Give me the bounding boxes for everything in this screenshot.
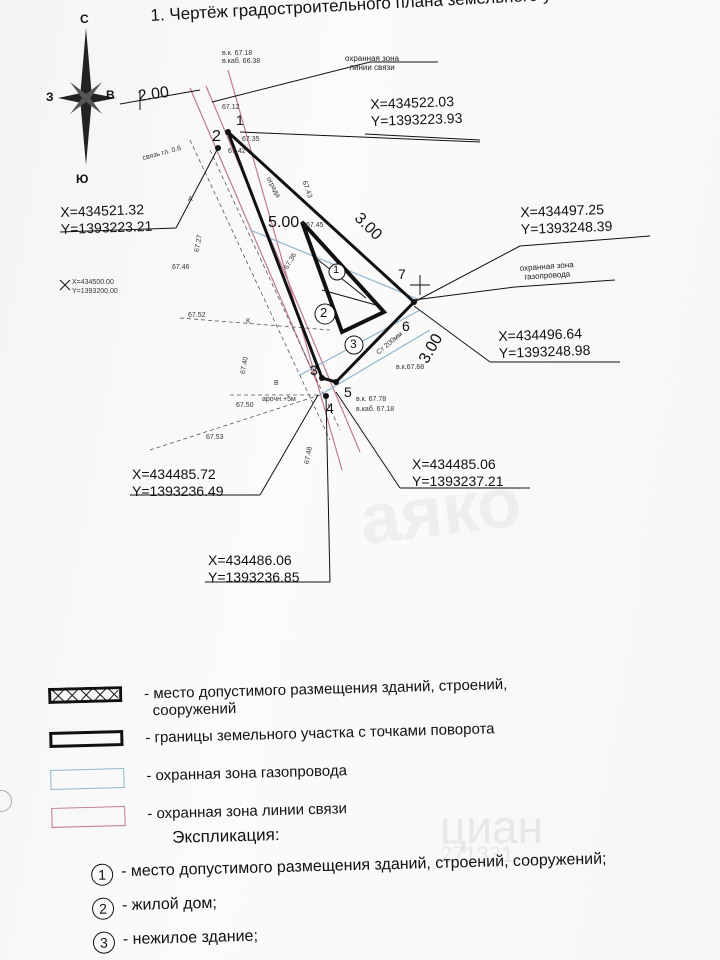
compass-south: Ю bbox=[76, 172, 89, 186]
compass-north: С bbox=[80, 12, 89, 26]
annot-5: К bbox=[246, 318, 251, 325]
point-7: 7 bbox=[398, 266, 406, 282]
point-3: 3 bbox=[310, 362, 318, 378]
annot-7: А bbox=[188, 196, 193, 203]
legend-hatched-swatch bbox=[48, 686, 123, 704]
elev-7: 67.45 bbox=[306, 222, 324, 229]
explication-text: - место допустимого размещения зданий, с… bbox=[120, 850, 607, 881]
legend-comm-swatch bbox=[51, 806, 126, 828]
number-circle: 3 bbox=[92, 931, 116, 954]
elev-10: 67.46 bbox=[172, 264, 190, 271]
dimension-5: 5.00 bbox=[268, 214, 300, 231]
number-circle: 1 bbox=[90, 863, 114, 886]
turning-points bbox=[215, 129, 417, 399]
explication: Экспликация: 1 - место допустимого разме… bbox=[90, 814, 713, 960]
legend-text: - место допустимого размещения зданий, с… bbox=[143, 675, 508, 720]
number-circle: 2 bbox=[91, 897, 115, 920]
elev-5: 67.42 bbox=[228, 148, 246, 155]
elev-4: 67.35 bbox=[242, 136, 260, 143]
elev-1: в.к. 67.18 bbox=[222, 50, 253, 57]
elev-13: в.к. 67.78 bbox=[356, 396, 387, 403]
elev-12: в.к.67.68 bbox=[396, 364, 425, 371]
point-1: 1 bbox=[236, 112, 244, 128]
legend-item: - место допустимого размещения зданий, с… bbox=[48, 671, 709, 732]
point-4: 4 bbox=[326, 400, 334, 416]
compass-east: В bbox=[106, 88, 115, 102]
plan-labels bbox=[314, 263, 364, 355]
compass-rose-icon bbox=[58, 28, 116, 165]
site-plan-drawing bbox=[58, 28, 651, 583]
explication-text: - нежилое здание; bbox=[122, 927, 259, 949]
elev-15: 67.50 bbox=[236, 402, 254, 409]
comm-zone-band bbox=[189, 69, 361, 471]
plan-label-3: 3 bbox=[350, 337, 357, 351]
elev-2: в.каб. 66.38 bbox=[222, 58, 261, 65]
annot-6: В bbox=[274, 380, 279, 387]
legend-gas-swatch bbox=[50, 768, 125, 790]
punch-hole bbox=[0, 790, 12, 812]
elev-14: в.каб. 67.18 bbox=[356, 406, 395, 413]
leader-lines bbox=[59, 61, 651, 583]
plan-label-2: 2 bbox=[320, 305, 328, 320]
point-5: 5 bbox=[344, 384, 352, 400]
explication-text: - жилой дом; bbox=[121, 894, 218, 915]
legend-boundary-swatch bbox=[49, 730, 124, 748]
elev-16: 67.53 bbox=[206, 434, 224, 441]
point-2: 2 bbox=[212, 128, 221, 145]
compass-west: З bbox=[46, 90, 54, 104]
point-6: 6 bbox=[402, 318, 410, 334]
elev-9: 67.52 bbox=[188, 312, 206, 319]
annot-3: арочн.+5м bbox=[262, 396, 296, 403]
survey-lines bbox=[149, 139, 341, 451]
plan-label-1: 1 bbox=[333, 264, 340, 276]
elev-3: 67.12 bbox=[222, 104, 240, 111]
legend: - место допустимого размещения зданий, с… bbox=[48, 671, 712, 846]
